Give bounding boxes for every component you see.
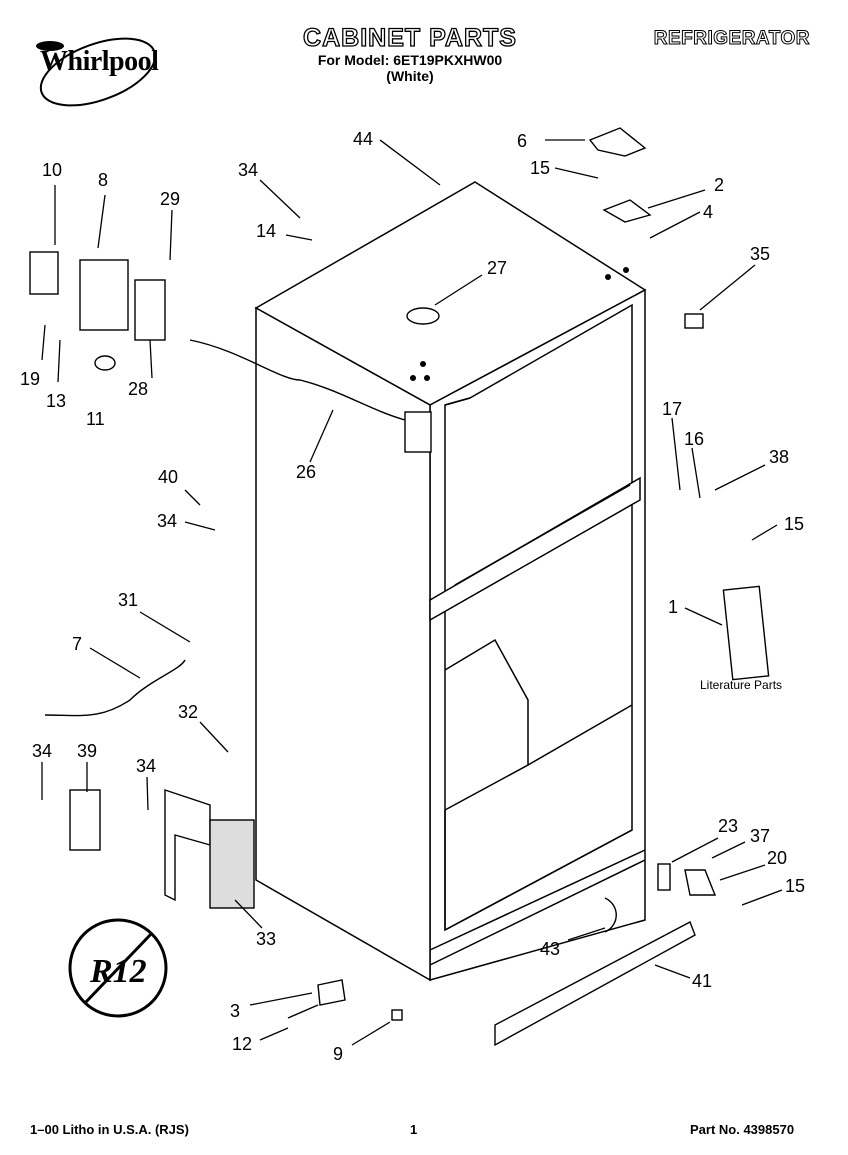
callout-c4: 4	[703, 202, 713, 222]
callout-c13: 13	[46, 391, 66, 411]
callout-c43: 43	[540, 939, 560, 959]
leader-arrows	[41, 139, 783, 1046]
bracket-part-8	[79, 259, 129, 331]
page-title: CABINET PARTS	[302, 23, 517, 52]
callout-c40: 40	[158, 467, 178, 487]
callout-c1: 1	[668, 597, 678, 617]
callout-c27: 27	[487, 258, 507, 278]
screw-part-12	[287, 1004, 319, 1019]
literature-booklet-part-1	[722, 585, 770, 681]
whirlpool-swirl-logo	[36, 37, 157, 107]
r12-label: R12	[89, 953, 147, 990]
insulation-pad-part-33	[209, 819, 255, 909]
callout-c44: 44	[353, 129, 373, 149]
callout-c15a: 15	[530, 158, 550, 178]
callout-c39: 39	[77, 741, 97, 761]
callout-c38: 38	[769, 447, 789, 467]
callout-c33: 33	[256, 929, 276, 949]
no-r12-symbol	[68, 918, 168, 1018]
callout-c10: 10	[42, 160, 62, 180]
grommet-part-11	[94, 355, 116, 371]
callout-c23: 23	[718, 816, 738, 836]
callout-c11: 11	[86, 409, 105, 429]
callout-c26: 26	[296, 462, 316, 482]
callout-c9: 9	[333, 1044, 343, 1064]
page-number: 1	[410, 1122, 418, 1137]
callout-c34d: 34	[136, 756, 156, 776]
callout-c15b: 15	[784, 514, 804, 534]
connector-plug-26	[404, 411, 432, 453]
relay-cover-part-10	[29, 251, 59, 295]
leveler-part-3	[317, 979, 346, 1006]
callout-c16: 16	[684, 429, 704, 449]
bumper-part-35	[684, 313, 704, 329]
callout-c19: 19	[20, 369, 40, 389]
callout-c7: 7	[72, 634, 82, 654]
callout-c34b: 34	[157, 511, 177, 531]
callout-c15c: 15	[785, 876, 805, 896]
color-line: (White)	[386, 68, 434, 84]
literature-parts-label: Literature Parts	[700, 678, 783, 692]
screw-part-9	[391, 1009, 403, 1021]
top-hinge-part-2	[602, 199, 652, 223]
callout-c17: 17	[662, 399, 682, 419]
callout-c32: 32	[178, 702, 198, 722]
power-cord-part-7	[44, 659, 186, 717]
appliance-category: REFRIGERATOR	[653, 28, 810, 50]
shim-part-23	[657, 863, 671, 891]
clip-part-28	[134, 279, 166, 341]
model-line: For Model: 6ET19PKXHW00	[317, 52, 503, 68]
callout-c34a: 34	[238, 160, 258, 180]
callout-c8: 8	[98, 170, 108, 190]
plug-part-27	[406, 307, 440, 325]
toe-grille-part-41	[494, 921, 696, 1047]
bracket-part-32	[164, 789, 211, 902]
callout-c20: 20	[767, 848, 787, 868]
cabinet-drawing	[254, 181, 647, 982]
callout-c12: 12	[232, 1034, 252, 1054]
cabinet-top-holes	[410, 267, 629, 381]
part-number: Part No. 4398570	[690, 1122, 795, 1137]
callout-c29: 29	[160, 189, 180, 209]
callout-c3: 3	[230, 1001, 240, 1021]
bottom-hinge-part-20	[684, 869, 717, 896]
access-cover-part-39	[69, 789, 101, 851]
callout-c2: 2	[714, 175, 724, 195]
wire-harness-part-26	[189, 339, 406, 421]
callout-c28: 28	[128, 379, 148, 399]
callout-c6: 6	[517, 131, 527, 151]
callout-c37: 37	[750, 826, 770, 846]
callout-c35: 35	[750, 244, 770, 264]
callout-c41: 41	[692, 971, 712, 991]
callout-c34c: 34	[32, 741, 52, 761]
callout-c31: 31	[118, 590, 138, 610]
clip-part-43	[604, 897, 617, 933]
callout-c14: 14	[256, 221, 276, 241]
hinge-cover-part-6	[588, 127, 647, 157]
litho-note: 1–00 Litho in U.S.A. (RJS)	[30, 1122, 189, 1137]
brand-logo-text: Whirlpool	[40, 46, 159, 77]
